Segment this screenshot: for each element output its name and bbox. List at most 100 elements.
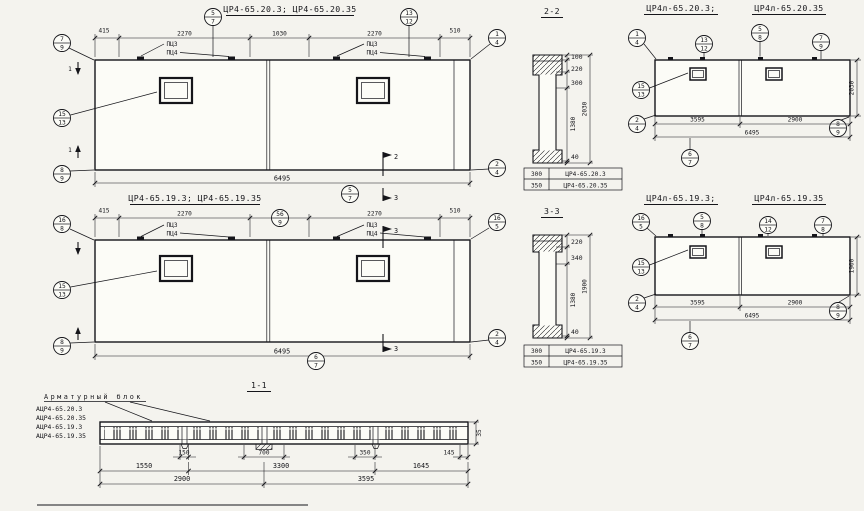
dim-label: 2270 [177,31,192,38]
panel3-dims: 3595 2900 6495 2030 [652,57,861,141]
panel1-outline [94,59,471,171]
callout-mark: 89 [829,116,850,137]
panel2-title: ЦР4-65.19.3; ЦР4-65.19.35 [128,193,261,203]
list-item: АЦР4-65.20.3 [36,405,82,413]
panel1-top-dim-chain: 415 2270 1030 2270 510 [92,28,473,57]
svg-text:15: 15 [58,111,66,118]
section22-title: 2-2 [544,6,560,16]
panel2-outline [94,239,471,343]
svg-text:15: 15 [58,283,66,290]
callout-mark: 165 [470,213,506,240]
svg-text:1: 1 [635,31,639,38]
svg-text:9: 9 [836,129,840,136]
window-opening [765,67,783,81]
svg-text:5: 5 [758,26,762,33]
svg-text:12: 12 [764,226,772,233]
window-opening [689,245,707,259]
dim-total: 2030 [582,101,589,116]
dim-label: 700 [258,450,269,457]
plate-label: ПЦЗ [166,41,177,48]
dim-label: 1030 [272,31,287,38]
window-opening [158,254,194,283]
section11-title: 1-1 [251,380,267,390]
svg-text:8: 8 [821,226,825,233]
panel2-cut-arrows [75,242,81,340]
svg-text:13: 13 [700,37,708,44]
panel3-body [654,57,851,117]
dim-label: 1380 [570,116,577,131]
window-opening [765,245,783,259]
panel4-title-right: ЦР4л-65.19.35 [754,193,823,203]
dim-label: 300 [571,79,583,87]
panel-elevation-2: ЦР4-65.19.3; ЦР4-65.19.35 415 2270 2270 … [53,193,506,370]
dim-label: 3595 [690,117,705,124]
dim-label: 220 [571,65,583,73]
cut-label: 1 [68,66,72,73]
table-cell: ЦР4-65.19.35 [563,359,607,366]
dim-label: 2270 [367,211,382,218]
panel3-outline [654,59,851,117]
table-cell: 300 [531,171,542,178]
callout-mark: 67 [681,138,699,167]
svg-text:2: 2 [635,296,639,303]
dim-height: 2030 [849,80,856,95]
plate-label: ПЦ4 [166,50,177,57]
joint-key [255,443,273,450]
table-cell: 350 [531,359,542,366]
dim-label: 3595 [358,475,374,483]
section33-dims: 220 340 1380 40 1900 [556,232,593,341]
section-flag-label: 3 [394,227,398,235]
svg-text:8: 8 [60,225,64,232]
dim-label: 2900 [174,475,190,483]
dim-label: 100 [571,53,583,61]
table-cell: ЦР4-65.19.3 [565,348,606,355]
section33-title: 3-3 [544,206,560,216]
panel1-section-flags: 2 3 [382,152,398,202]
svg-text:15: 15 [637,260,645,267]
dim-height: 1900 [849,258,856,273]
section-flag-label: 3 [394,345,398,353]
callout-mark: 569 [271,209,289,227]
svg-text:8: 8 [836,121,840,128]
dim-label: 40 [571,153,579,161]
callout-mark: 67 [307,352,325,370]
svg-text:9: 9 [819,43,823,50]
svg-text:16: 16 [493,215,501,222]
plate-label: ПЦЗ [366,41,377,48]
callout-mark: 57 [204,8,222,57]
slab-cross-section [99,421,469,450]
callout-mark: 79 [53,34,95,61]
dim-label: 2900 [788,300,803,307]
panel4-outline [654,236,851,296]
svg-text:4: 4 [635,39,639,46]
table-cell: 300 [531,348,542,355]
table-cell: ЦР4-65.20.3 [565,171,606,178]
block-label: Арматурный блок [44,393,143,401]
svg-text:13: 13 [637,268,645,275]
window-opening [355,254,391,283]
svg-text:8: 8 [60,339,64,346]
panel-elevation-1: ЦР4-65.20.3; ЦР4-65.20.35 415 2270 1030 … [53,4,506,203]
panel4-body [654,234,851,296]
svg-text:12: 12 [700,45,708,52]
section22-table: 300 ЦР4-65.20.3 350 ЦР4-65.20.35 [523,167,623,191]
dim-total: 6495 [745,313,760,320]
dim-label: 150 [178,450,189,457]
svg-text:7: 7 [60,36,64,43]
callout-mark: 24 [628,293,657,312]
svg-text:7: 7 [314,362,318,369]
panel2-plate-labels: ПЦЗ ПЦ4 ПЦЗ ПЦ4 [137,222,431,240]
svg-text:13: 13 [637,91,645,98]
table-cell: ЦР4-65.20.35 [563,182,607,189]
list-item: АЦР4-65.19.3 [36,423,82,431]
plate-label: ПЦ4 [366,231,377,238]
window-opening [355,76,391,105]
svg-text:7: 7 [688,342,692,349]
dim-label: 2900 [788,117,803,124]
panel1-title: ЦР4-65.20.3; ЦР4-65.20.35 [223,4,356,14]
panel2-body [94,239,471,343]
